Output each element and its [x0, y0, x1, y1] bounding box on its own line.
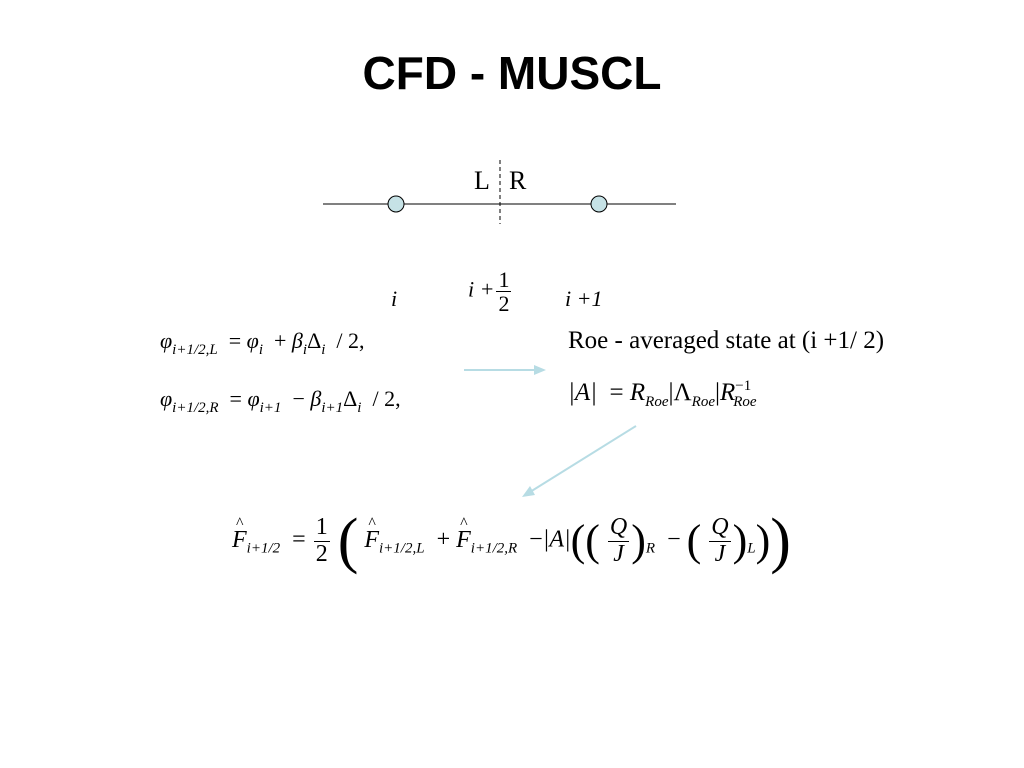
label-R: R: [509, 166, 527, 195]
half-prefix: i +: [468, 276, 495, 302]
node-label-i: i: [391, 286, 398, 311]
node-i-plus-1: [590, 195, 608, 213]
slide-title: CFD - MUSCL: [362, 47, 662, 99]
roe-averaged-title: Roe - averaged state at (i +1/ 2): [568, 327, 885, 354]
abs-A-equation: |A| = RRoe|ΛRoe|R−1Roe: [568, 378, 757, 410]
arrow-diag-head: [522, 486, 535, 497]
phi-left-equation: φi+1/2,L = φi + βiΔi / 2,: [160, 328, 365, 358]
arrow-diag-line: [529, 425, 637, 493]
node-i: [387, 195, 405, 213]
label-L: L: [474, 166, 490, 195]
node-label-i-plus-1: i +1: [565, 286, 603, 311]
arrow-right-head: [534, 365, 546, 375]
flux-equation: Fi+1/2 = 12 ( Fi+1/2,L + Fi+1/2,R −|A|((…: [232, 510, 791, 572]
phi-right-equation: φi+1/2,R = φi+1 − βi+1Δi / 2,: [160, 386, 401, 416]
